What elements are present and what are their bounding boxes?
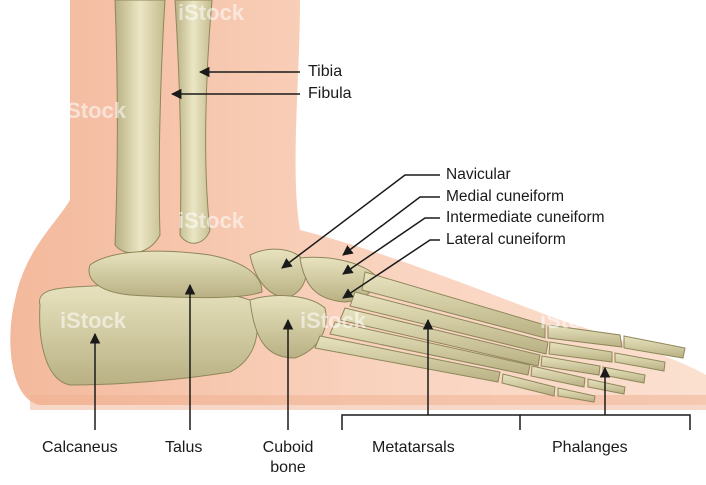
watermark-text: iStock (178, 208, 245, 233)
phalanges-label: Phalanges (552, 439, 628, 456)
lateral-cuneiform-label: Lateral cuneiform (446, 231, 566, 248)
phalanx-bones (501, 324, 686, 403)
fibula-bone (174, 0, 213, 244)
medial-cuneiform-arrow (342, 196, 440, 256)
watermark-text: iStock (300, 308, 367, 333)
calcaneus-bone (39, 283, 258, 386)
lateral-cuneiform-arrow (342, 239, 440, 299)
metatarsals-label: Metatarsals (372, 439, 455, 456)
calcaneus-label: Calcaneus (42, 439, 118, 456)
fibula-label: Fibula (308, 85, 352, 102)
intermediate-cuneiform-arrow (342, 217, 440, 275)
sole-shadow (30, 395, 706, 410)
watermark-group: iStock iStock iStock iStock iStock iStoc… (60, 0, 607, 333)
cuneiform-bones (299, 256, 376, 303)
watermark-text: iStock (540, 308, 607, 333)
tibia-bone (114, 0, 166, 254)
watermark-text: iStock (178, 0, 245, 25)
cuboid-label-line2: bone (270, 459, 306, 476)
navicular-label: Navicular (446, 166, 511, 183)
label-arrows (89, 66, 691, 430)
tibia-label: Tibia (308, 63, 343, 80)
talus-bone (88, 250, 263, 299)
watermark-text: iStock (60, 98, 127, 123)
navicular-arrow (281, 174, 440, 269)
watermark-text: iStock (540, 98, 607, 123)
cuboid-label-line1: Cuboid (262, 439, 314, 456)
watermark-text: iStock (300, 98, 367, 123)
intermediate-cuneiform-label: Intermediate cuneiform (446, 209, 605, 226)
watermark-text: iStock (60, 308, 127, 333)
metatarsal-bones (314, 271, 549, 383)
phalanges-bracket (520, 414, 691, 430)
metatarsals-bracket (341, 414, 521, 430)
medial-cuneiform-label: Medial cuneiform (446, 188, 565, 205)
watermark-text: iStock (418, 0, 485, 25)
talus-label: Talus (165, 439, 203, 456)
